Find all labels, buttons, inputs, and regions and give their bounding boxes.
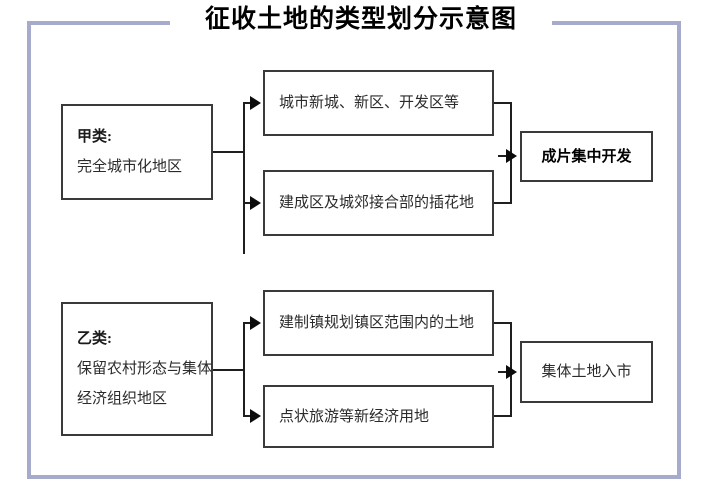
category-a-child-2-box: 建成区及城郊接合部的插花地 [263,170,494,236]
outcome-a-label: 成片集中开发 [541,148,632,165]
category-a-heading: 甲类: [77,129,112,145]
frame-border-right [677,21,681,479]
category-b-child-1-label: 建制镇规划镇区范围内的土地 [279,315,475,331]
category-b-child-2-box: 点状旅游等新经济用地 [263,385,494,448]
arrow-right-icon [250,316,261,330]
arrow-right-icon [506,365,517,379]
category-a-box: 甲类: 完全城市化地区 [61,104,213,200]
connector-b-merge-bottom [494,415,512,417]
connector-a-spine [243,102,245,254]
category-b-body-2: 经济组织地区 [77,391,168,407]
arrow-right-icon [250,96,261,110]
outcome-b-box: 集体土地入市 [520,341,653,403]
arrow-right-icon [250,196,261,210]
connector-a-merge-top [494,102,512,104]
connector-b-branch-top [243,322,253,324]
connector-a-stem [213,151,245,153]
category-a-child-1-box: 城市新城、新区、开发区等 [263,70,494,136]
connector-b-branch-bottom [243,415,253,417]
frame-border-top-left [27,21,170,25]
connector-b-merge-top [494,322,512,324]
connector-a-branch-bottom [243,202,253,204]
connector-b-spine [243,322,245,417]
category-a-child-1-label: 城市新城、新区、开发区等 [279,95,460,111]
category-b-box: 乙类: 保留农村形态与集体 经济组织地区 [61,302,213,436]
category-b-child-1-box: 建制镇规划镇区范围内的土地 [263,290,494,356]
category-a-body: 完全城市化地区 [77,159,183,175]
arrow-right-icon [506,149,517,163]
connector-a-branch-top [243,102,253,104]
arrow-right-icon [250,409,261,423]
frame-border-bottom [27,475,681,479]
category-b-body-1: 保留农村形态与集体 [77,361,213,377]
connector-a-merge-stem [498,155,510,157]
diagram-title: 征收土地的类型划分示意图 [204,6,517,33]
frame-border-left [27,21,31,479]
connector-a-merge-bottom [494,202,512,204]
connector-b-merge-stem [498,371,510,373]
category-a-child-2-label: 建成区及城郊接合部的插花地 [279,195,475,211]
outcome-a-box: 成片集中开发 [520,131,653,182]
outcome-b-label: 集体土地入市 [541,364,632,380]
category-b-heading: 乙类: [77,331,112,347]
connector-b-stem [213,369,245,371]
category-b-child-2-label: 点状旅游等新经济用地 [279,408,430,425]
frame-border-top-right [552,21,681,25]
